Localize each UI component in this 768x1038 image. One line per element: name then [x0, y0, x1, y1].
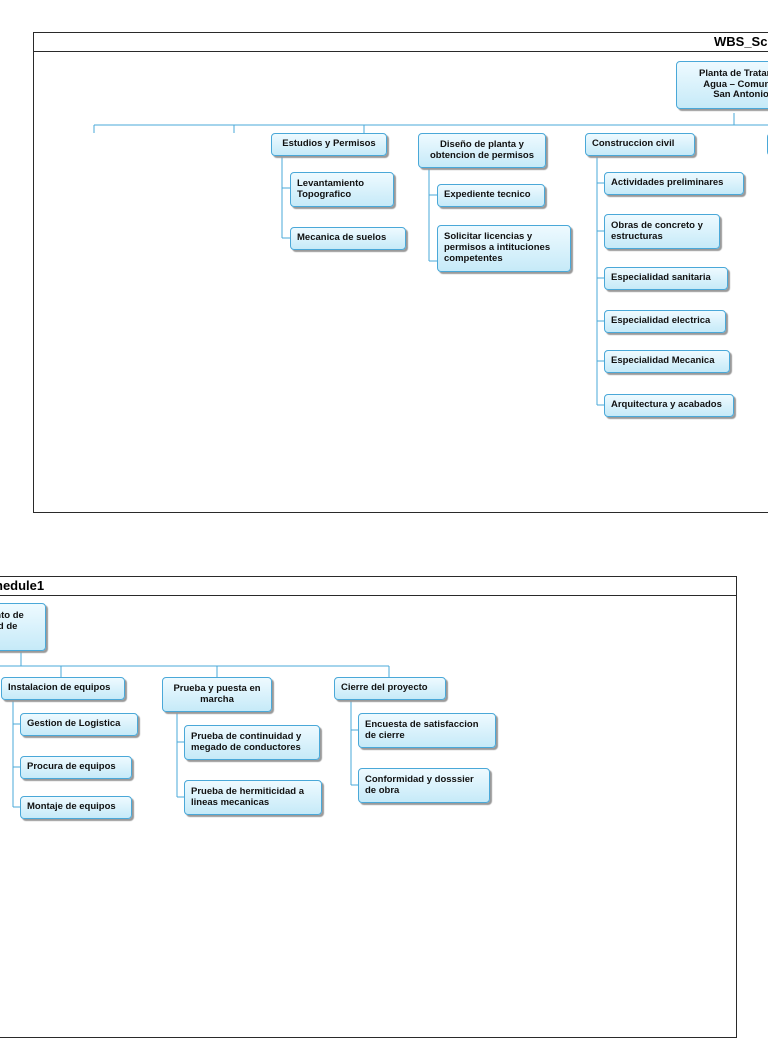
node-arquitectura-y-acabados[interactable]: Arquitectura y acabados — [604, 394, 734, 417]
node-encuesta-de-satisfaccion[interactable]: Encuesta de satisfaccion de cierre — [358, 713, 496, 748]
wbs-frame-bottom: hedule1 ento de iad de o Instalacion de … — [0, 576, 737, 1038]
node-procura-de-equipos[interactable]: Procura de equipos — [20, 756, 132, 779]
node-instalacion-de-equipos[interactable]: Instalacion de equipos — [1, 677, 125, 700]
connector-lines — [0, 651, 390, 808]
node-prueba-y-puesta-en-marcha[interactable]: Prueba y puesta en marcha — [162, 677, 272, 712]
node-montaje-de-equipos[interactable]: Montaje de equipos — [20, 796, 132, 819]
node-obras-de-concreto[interactable]: Obras de concreto y estructuras — [604, 214, 720, 249]
wbs-root-node[interactable]: Planta de Tratamie Agua – Comunid San An… — [676, 61, 768, 109]
node-levantamiento-topografico[interactable]: Levantamiento Topografico — [290, 172, 394, 207]
wbs-frame-top: WBS_Sc Planta de Tratamie Agua – Comunid… — [33, 32, 768, 513]
node-prueba-de-hermiticidad[interactable]: Prueba de hermiticidad a lineas mecanica… — [184, 780, 322, 815]
node-mecanica-de-suelos[interactable]: Mecanica de suelos — [290, 227, 406, 250]
frame-title: hedule1 — [0, 578, 45, 593]
node-gestion-de-logistica[interactable]: Gestion de Logistica — [20, 713, 138, 736]
connector-lines — [93, 113, 768, 406]
node-especialidad-mecanica[interactable]: Especialidad Mecanica — [604, 350, 730, 373]
node-diseno-de-planta[interactable]: Diseño de planta y obtencion de permisos — [418, 133, 546, 168]
frame-title-bar: WBS_Sc — [34, 33, 768, 52]
node-expediente-tecnico[interactable]: Expediente tecnico — [437, 184, 545, 207]
node-actividades-preliminares[interactable]: Actividades preliminares — [604, 172, 744, 195]
node-estudios-y-permisos[interactable]: Estudios y Permisos — [271, 133, 387, 156]
node-cierre-del-proyecto[interactable]: Cierre del proyecto — [334, 677, 446, 700]
node-construccion-civil[interactable]: Construccion civil — [585, 133, 695, 156]
node-prueba-de-continuidad[interactable]: Prueba de continuidad y megado de conduc… — [184, 725, 320, 760]
frame-title-bar: hedule1 — [0, 577, 736, 596]
wbs-root-node-continued[interactable]: ento de iad de o — [0, 603, 46, 651]
node-conformidad-y-dossier[interactable]: Conformidad y dosssier de obra — [358, 768, 490, 803]
node-especialidad-sanitaria[interactable]: Especialidad sanitaria — [604, 267, 728, 290]
node-solicitar-licencias[interactable]: Solicitar licencias y permisos a intituc… — [437, 225, 571, 272]
node-especialidad-electrica[interactable]: Especialidad electrica — [604, 310, 726, 333]
frame-title: WBS_Sc — [714, 34, 768, 49]
